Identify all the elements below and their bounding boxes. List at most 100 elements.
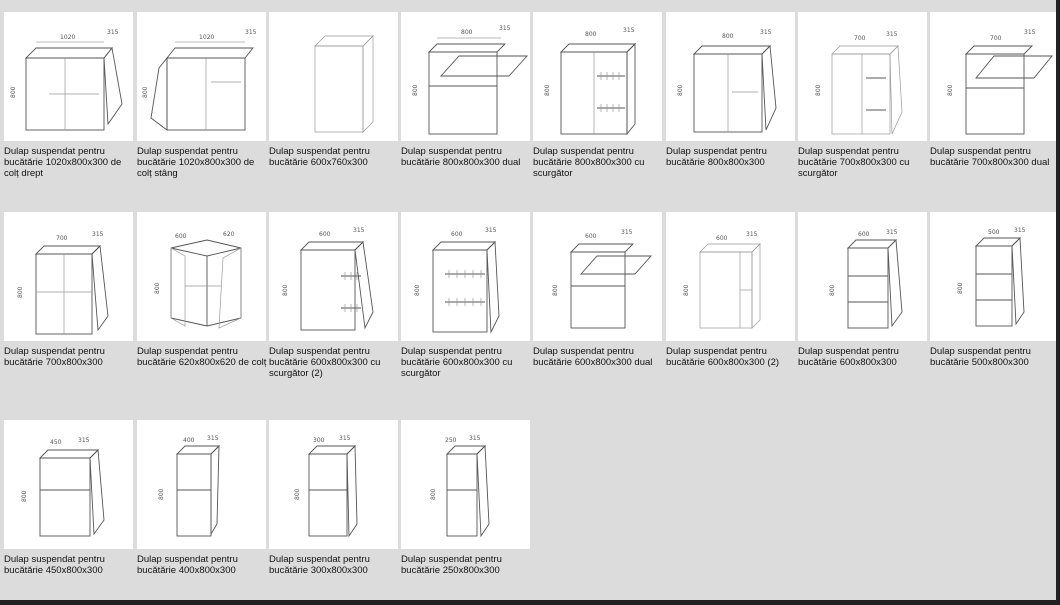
product-caption: Dulap suspendat pentru bucătărie 600x800… — [798, 346, 899, 368]
product-thumbnail[interactable]: 600 315 800 — [269, 212, 398, 341]
product-caption: Dulap suspendat pentru bucătărie 800x800… — [401, 146, 521, 168]
height-label: 800 — [683, 284, 690, 296]
height-label: 800 — [544, 84, 551, 96]
closed-cabinet-icon — [314, 35, 374, 133]
product-thumbnail[interactable]: 300 315 800 — [269, 420, 398, 549]
product-caption: Dulap suspendat pentru bucătărie 1020x80… — [4, 146, 122, 179]
product-thumbnail[interactable]: 800 315 800 — [401, 12, 530, 141]
width-label: 600 — [858, 231, 870, 238]
product-thumbnail[interactable]: 1020 315 800 — [137, 12, 266, 141]
height-label: 800 — [282, 284, 289, 296]
depth-label: 315 — [353, 227, 365, 234]
dual-flap-cabinet-icon: 700 315 800 — [947, 29, 1053, 135]
depth-label: 315 — [623, 27, 635, 34]
width-label: 600 — [319, 231, 331, 238]
drainer-cabinet-icon: 800 315 800 — [544, 27, 637, 136]
product-caption: Dulap suspendat pentru bucătărie 800x800… — [533, 146, 645, 179]
product-caption: Dulap suspendat pentru bucătărie 700x800… — [4, 346, 105, 368]
single-door-cabinet-icon: 250 315 800 — [430, 435, 490, 538]
product-thumbnail[interactable]: 700 315 800 — [4, 212, 133, 341]
corner-right-cabinet-icon: 1020 315 800 — [10, 29, 123, 131]
product-thumbnail[interactable] — [269, 12, 398, 141]
product-thumbnail[interactable]: 250 315 800 — [401, 420, 530, 549]
product-thumbnail[interactable]: 600 315 800 — [666, 212, 795, 341]
width-label: 250 — [445, 437, 457, 444]
height-label: 800 — [957, 282, 964, 294]
width-label: 700 — [990, 35, 1002, 42]
drainer-cabinet-icon: 700 315 800 — [815, 31, 903, 135]
product-caption: Dulap suspendat pentru bucătărie 700x800… — [930, 146, 1050, 168]
width-label: 300 — [313, 437, 325, 444]
product-thumbnail[interactable]: 500 315 800 — [930, 212, 1056, 341]
depth-label: 315 — [469, 435, 481, 442]
product-caption: Dulap suspendat pentru bucătărie 700x800… — [798, 146, 910, 179]
width-label: 800 — [585, 31, 597, 38]
product-thumbnail[interactable]: 400 315 800 — [137, 420, 266, 549]
height-label: 800 — [154, 282, 161, 294]
depth-label: 315 — [207, 435, 219, 442]
width-label: 600 — [451, 231, 463, 238]
product-caption: Dulap suspendat pentru bucătărie 600x760… — [269, 146, 370, 168]
height-label: 800 — [829, 284, 836, 296]
product-thumbnail[interactable]: 700 315 800 — [930, 12, 1056, 141]
single-door-cabinet-icon: 700 315 800 — [17, 231, 109, 335]
width-label: 450 — [50, 439, 62, 446]
width-label: 620 — [223, 231, 235, 238]
height-label: 800 — [10, 86, 17, 98]
product-thumbnail[interactable]: 450 315 800 — [4, 420, 133, 549]
height-label: 800 — [414, 284, 421, 296]
depth-label: 315 — [886, 31, 898, 38]
depth-label: 315 — [886, 229, 898, 236]
product-thumbnail[interactable]: 600 315 800 — [533, 212, 662, 341]
height-label: 800 — [142, 86, 149, 98]
product-caption: Dulap suspendat pentru bucătărie 600x800… — [666, 346, 780, 368]
drainer-cabinet-icon: 600 315 800 — [414, 227, 500, 334]
height-label: 800 — [815, 84, 822, 96]
height-label: 800 — [17, 286, 24, 298]
product-thumbnail[interactable]: 1020 315 800 — [4, 12, 133, 141]
product-caption: Dulap suspendat pentru bucătărie 500x800… — [930, 346, 1031, 368]
dual-flap-cabinet-icon: 800 315 800 — [412, 25, 529, 135]
height-label: 800 — [677, 84, 684, 96]
product-caption: Dulap suspendat pentru bucătărie 300x800… — [269, 554, 370, 576]
product-thumbnail[interactable]: 800 315 800 — [666, 12, 795, 141]
height-label: 800 — [430, 488, 437, 500]
product-caption: Dulap suspendat pentru bucătărie 620x800… — [137, 346, 267, 368]
height-label: 800 — [294, 488, 301, 500]
width-label: 700 — [854, 35, 866, 42]
product-caption: Dulap suspendat pentru bucătărie 800x800… — [666, 146, 767, 168]
depth-label: 315 — [1024, 29, 1036, 36]
single-door-cabinet-icon: 450 315 800 — [21, 437, 105, 537]
single-door-cabinet-icon: 400 315 800 — [158, 435, 221, 537]
product-thumbnail[interactable]: 600 315 800 — [798, 212, 927, 341]
width-label: 400 — [183, 437, 195, 444]
width-label: 1020 — [60, 34, 75, 41]
depth-label: 315 — [339, 435, 351, 442]
single-door-cabinet-icon: 500 315 800 — [957, 227, 1026, 327]
product-caption: Dulap suspendat pentru bucătărie 600x800… — [533, 346, 653, 368]
depth-label: 315 — [621, 229, 633, 236]
depth-label: 315 — [760, 29, 772, 36]
width-label: 600 — [716, 235, 728, 242]
product-caption: Dulap suspendat pentru bucătărie 400x800… — [137, 554, 238, 576]
single-door-cabinet-icon: 600 315 800 — [829, 229, 903, 329]
depth-label: 315 — [746, 231, 758, 238]
depth-label: 315 — [1014, 227, 1026, 234]
product-thumbnail[interactable]: 700 315 800 — [798, 12, 927, 141]
height-label: 800 — [158, 488, 165, 500]
height-label: 800 — [552, 284, 559, 296]
product-thumbnail[interactable]: 800 315 800 — [533, 12, 662, 141]
corner-left-cabinet-icon: 1020 315 800 — [142, 29, 257, 131]
product-thumbnail[interactable]: 600 315 800 — [401, 212, 530, 341]
product-caption: Dulap suspendat pentru bucătărie 600x800… — [269, 346, 381, 379]
single-door-cabinet-icon: 300 315 800 — [294, 435, 358, 538]
depth-label: 315 — [245, 29, 257, 36]
width-label: 1020 — [199, 34, 214, 41]
depth-label: 315 — [499, 25, 511, 32]
product-thumbnail[interactable]: 600 620 800 — [137, 212, 266, 341]
product-caption: Dulap suspendat pentru bucătărie 450x800… — [4, 554, 105, 576]
product-caption: Dulap suspendat pentru bucătărie 250x800… — [401, 554, 502, 576]
depth-label: 315 — [92, 231, 104, 238]
depth-label: 315 — [107, 29, 119, 36]
